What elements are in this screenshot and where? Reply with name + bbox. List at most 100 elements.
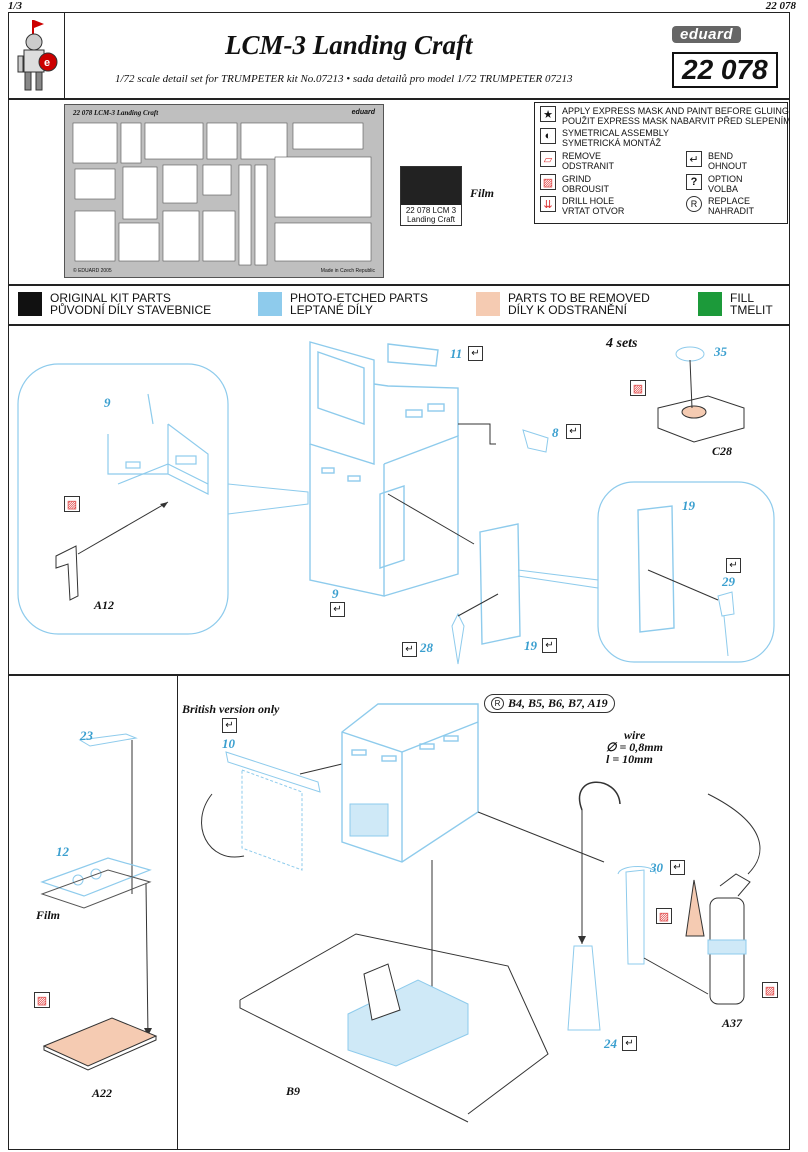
set-code: 22 078 bbox=[672, 52, 778, 88]
label-19b: 19 bbox=[524, 638, 537, 653]
svg-text:e: e bbox=[44, 57, 50, 69]
label-29: 29 bbox=[722, 574, 735, 589]
legend-express-2: POUŽIT EXPRESS MASK NABARVIT PŘED SLEPEN… bbox=[562, 116, 791, 126]
label-30: 30 bbox=[650, 860, 663, 875]
wire-diameter: ∅ = 0,8mm bbox=[606, 740, 663, 754]
bend-icon-28: ↵ bbox=[402, 642, 417, 657]
mascot-divider bbox=[64, 12, 65, 99]
label-12: 12 bbox=[56, 844, 69, 859]
label-19a: 19 bbox=[682, 498, 695, 513]
legend-remove-1: REMOVE bbox=[562, 151, 602, 161]
step2-frame bbox=[8, 674, 790, 1150]
replace-icon-b: R bbox=[491, 697, 504, 710]
legend-replace-2: NAHRADIT bbox=[708, 206, 755, 216]
legend-symmetrical-1: SYMETRICAL ASSEMBLY bbox=[562, 128, 670, 138]
option-icon: ? bbox=[686, 174, 702, 190]
film-card: 22 078 LCM 3 Landing Craft bbox=[400, 166, 462, 226]
label-35: 35 bbox=[714, 344, 727, 359]
bend-icon-9: ↵ bbox=[330, 602, 345, 617]
legend-drill-1: DRILL HOLE bbox=[562, 196, 615, 206]
label-23: 23 bbox=[80, 728, 93, 743]
label-a22: A22 bbox=[92, 1086, 113, 1100]
fret-title: 22 078 LCM-3 Landing Craft bbox=[73, 109, 159, 117]
label-a12: A12 bbox=[94, 598, 115, 612]
fret-brand: eduard bbox=[351, 109, 375, 116]
replace-parts-list: B4, B5, B6, B7, A19 bbox=[508, 696, 608, 710]
key-swatch-fill bbox=[698, 292, 722, 316]
grind-icon: ▨ bbox=[540, 174, 556, 190]
key-swatch-photoetched bbox=[258, 292, 282, 316]
bend-icon-19: ↵ bbox=[542, 638, 557, 653]
legend-remove-2: ODSTRANIT bbox=[562, 161, 615, 171]
label-28: 28 bbox=[420, 640, 433, 655]
page-number: 1/3 bbox=[8, 0, 23, 12]
key-fill-line2: TMELIT bbox=[730, 303, 773, 317]
symmetry-icon: ◐ bbox=[540, 128, 556, 144]
bend-icon-30: ↵ bbox=[670, 860, 685, 875]
fret-frame bbox=[8, 98, 790, 286]
wire-title: wire bbox=[624, 728, 646, 742]
replace-parts-box: R B4, B5, B6, B7, A19 bbox=[484, 694, 615, 713]
page-title: LCM-3 Landing Craft bbox=[225, 30, 473, 60]
header-frame bbox=[8, 12, 790, 100]
color-key-frame bbox=[8, 284, 790, 326]
film-card-line1: 22 078 LCM 3 bbox=[405, 206, 457, 215]
label-24: 24 bbox=[604, 1036, 617, 1051]
step1-drawing bbox=[17, 341, 775, 665]
legend-box bbox=[534, 102, 788, 224]
label-c28: C28 bbox=[712, 444, 733, 458]
photo-etched-fret: 22 078 LCM-3 Landing Craft eduard © EDUA… bbox=[64, 104, 384, 278]
legend-grind-2: OBROUSIT bbox=[562, 184, 610, 194]
film-card-line2: Landing Craft bbox=[406, 215, 456, 224]
bend-icon-29: ↵ bbox=[726, 558, 741, 573]
step2-drawing bbox=[40, 703, 761, 1123]
label-film: Film bbox=[36, 908, 61, 922]
page-subtitle: 1/72 scale detail set for TRUMPETER kit … bbox=[115, 73, 573, 85]
key-original-line1: ORIGINAL KIT PARTS bbox=[50, 291, 171, 305]
remove-icon-c28: ▨ bbox=[630, 380, 646, 396]
remove-icon-30: ▨ bbox=[656, 908, 672, 924]
remove-icon-a22: ▨ bbox=[34, 992, 50, 1008]
wire-length: l = 10mm bbox=[606, 752, 653, 766]
bend-icon-8: ↵ bbox=[566, 424, 581, 439]
remove-icon-a37: ▨ bbox=[762, 982, 778, 998]
bend-icon: ↵ bbox=[686, 151, 702, 167]
step1-sets: 4 sets bbox=[606, 336, 638, 351]
key-fill-line1: FILL bbox=[730, 291, 755, 305]
star-icon: ★ bbox=[540, 106, 556, 122]
legend-option-2: VOLBA bbox=[708, 184, 739, 194]
knight-mascot-icon: e bbox=[17, 20, 58, 91]
label-b9: B9 bbox=[286, 1084, 301, 1098]
brand-logo: eduard bbox=[672, 26, 742, 43]
label-10: 10 bbox=[222, 736, 235, 751]
page-code: 22 078 bbox=[765, 0, 796, 12]
label-a37: A37 bbox=[722, 1016, 743, 1030]
label-11: 11 bbox=[450, 346, 463, 361]
legend-option-1: OPTION bbox=[708, 174, 743, 184]
film-label: Film bbox=[470, 186, 495, 200]
legend-grind-1: GRIND bbox=[562, 174, 591, 184]
legend-symmetrical-2: SYMETRICKÁ MONTÁŽ bbox=[562, 138, 662, 148]
drill-icon: ⇊ bbox=[540, 196, 556, 212]
fret-parts-drawing bbox=[72, 122, 372, 266]
fret-made-in: Made in Czech Republic bbox=[320, 268, 375, 274]
label-9a: 9 bbox=[104, 395, 111, 410]
key-remove-line2: DÍLY K ODSTRANĚNÍ bbox=[508, 303, 627, 317]
step2-divider bbox=[177, 674, 178, 1149]
remove-icon: ▱ bbox=[540, 151, 556, 167]
step1-frame bbox=[8, 324, 790, 676]
remove-icon-a12: ▨ bbox=[64, 496, 80, 512]
bend-icon-11: ↵ bbox=[468, 346, 483, 361]
legend-bend-1: BEND bbox=[708, 151, 734, 161]
label-8: 8 bbox=[552, 425, 559, 440]
key-swatch-original bbox=[18, 292, 42, 316]
bend-icon-24: ↵ bbox=[622, 1036, 637, 1051]
key-remove-line1: PARTS TO BE REMOVED bbox=[508, 291, 650, 305]
british-note: British version only bbox=[182, 702, 280, 716]
key-pe-line2: LEPTANÉ DÍLY bbox=[290, 303, 373, 317]
legend-bend-2: OHNOUT bbox=[708, 161, 747, 171]
